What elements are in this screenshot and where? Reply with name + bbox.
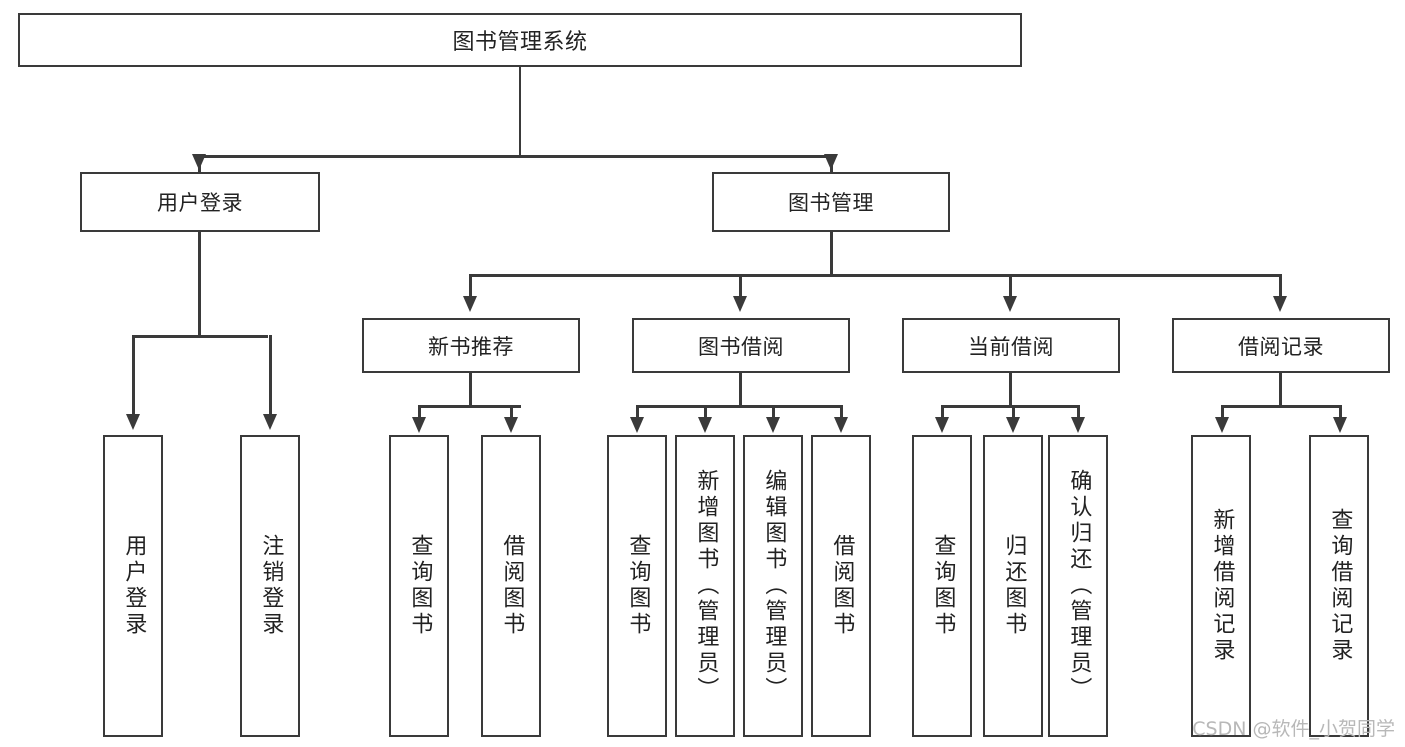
node-label: 当前借阅 xyxy=(968,334,1054,359)
connector-book-mgmt-to-recommend xyxy=(469,274,472,300)
connector-current-leaf-2 xyxy=(1012,405,1015,421)
node-current-borrow[interactable]: 当前借阅 xyxy=(902,318,1120,373)
connector-book-mgmt-to-borrow xyxy=(739,274,742,300)
node-label: 借阅图书 xyxy=(499,534,525,638)
node-label: 查询图书 xyxy=(407,534,433,638)
connector-book-mgmt-to-record xyxy=(1279,274,1282,300)
arrow-record-leaf-1 xyxy=(1215,417,1229,433)
connector-record-stem xyxy=(1279,373,1282,407)
arrow-recommend-leaf-2 xyxy=(504,417,518,433)
arrow-book-mgmt-to-record xyxy=(1273,296,1287,312)
node-label: 查询图书 xyxy=(625,534,651,638)
node-label: 编辑图书（管理员） xyxy=(761,469,787,703)
connector-user-login-stem xyxy=(198,232,201,337)
node-label: 借阅图书 xyxy=(829,534,855,638)
node-new-book-recommend[interactable]: 新书推荐 xyxy=(362,318,580,373)
connector-current-leaf-1 xyxy=(941,405,944,421)
leaf-borrow-query-book[interactable]: 查询图书 xyxy=(607,435,667,737)
connector-current-stem xyxy=(1009,373,1012,407)
arrow-root-to-user-login xyxy=(192,154,206,170)
connector-root-stem xyxy=(518,67,521,157)
arrow-current-leaf-1 xyxy=(935,417,949,433)
connector-record-leaf-2 xyxy=(1339,405,1342,421)
connector-borrow-leaf-2 xyxy=(704,405,707,421)
arrow-book-mgmt-to-current xyxy=(1003,296,1017,312)
node-book-borrow[interactable]: 图书借阅 xyxy=(632,318,850,373)
connector-borrow-leaf-4 xyxy=(840,405,843,421)
arrow-user-login-leaf-1 xyxy=(126,414,140,430)
leaf-current-confirm-return-admin[interactable]: 确认归还（管理员） xyxy=(1048,435,1108,737)
leaf-recommend-query-book[interactable]: 查询图书 xyxy=(389,435,449,737)
connector-current-bus xyxy=(941,405,1079,408)
connector-user-login-bus xyxy=(132,335,268,338)
connector-recommend-leaf-1 xyxy=(418,405,421,421)
arrow-record-leaf-2 xyxy=(1333,417,1347,433)
connector-borrow-leaf-1 xyxy=(636,405,639,421)
arrow-root-to-book-mgmt xyxy=(824,154,838,170)
node-label: 用户登录 xyxy=(157,191,243,215)
leaf-record-query-record[interactable]: 查询借阅记录 xyxy=(1309,435,1369,737)
node-label: 查询借阅记录 xyxy=(1327,508,1353,664)
arrow-book-mgmt-to-recommend xyxy=(463,296,477,312)
node-borrow-record[interactable]: 借阅记录 xyxy=(1172,318,1390,373)
node-label: 新书推荐 xyxy=(428,334,514,359)
leaf-user-login-logout[interactable]: 注销登录 xyxy=(240,435,300,737)
arrow-borrow-leaf-4 xyxy=(834,417,848,433)
leaf-recommend-borrow-book[interactable]: 借阅图书 xyxy=(481,435,541,737)
connector-borrow-leaf-3 xyxy=(772,405,775,421)
leaf-borrow-add-book-admin[interactable]: 新增图书（管理员） xyxy=(675,435,735,737)
node-label: 图书管理 xyxy=(788,191,874,215)
connector-book-mgmt-stem xyxy=(830,232,833,276)
arrow-recommend-leaf-1 xyxy=(412,417,426,433)
arrow-user-login-leaf-2 xyxy=(263,414,277,430)
arrow-borrow-leaf-3 xyxy=(766,417,780,433)
leaf-borrow-borrow-book[interactable]: 借阅图书 xyxy=(811,435,871,737)
leaf-user-login-login[interactable]: 用户登录 xyxy=(103,435,163,737)
connector-recommend-leaf-2 xyxy=(510,405,513,421)
connector-record-bus xyxy=(1221,405,1339,408)
node-label: 确认归还（管理员） xyxy=(1066,469,1092,703)
leaf-current-return-book[interactable]: 归还图书 xyxy=(983,435,1043,737)
watermark: CSDN @软件_小贺同学 xyxy=(1192,718,1395,740)
connector-book-mgmt-bus xyxy=(469,274,1281,277)
connector-user-login-leaf-2 xyxy=(269,335,272,420)
node-label: 新增图书（管理员） xyxy=(693,469,719,703)
connector-record-leaf-1 xyxy=(1221,405,1224,421)
arrow-current-leaf-2 xyxy=(1006,417,1020,433)
node-book-management[interactable]: 图书管理 xyxy=(712,172,950,232)
node-label: 查询图书 xyxy=(930,534,956,638)
arrow-current-leaf-3 xyxy=(1071,417,1085,433)
connector-recommend-stem xyxy=(469,373,472,407)
connector-current-leaf-3 xyxy=(1077,405,1080,421)
node-label: 归还图书 xyxy=(1001,534,1027,638)
connector-root-bus xyxy=(198,155,832,158)
connector-borrow-stem xyxy=(739,373,742,407)
node-label: 注销登录 xyxy=(258,534,284,638)
connector-book-mgmt-to-current xyxy=(1009,274,1012,300)
leaf-borrow-edit-book-admin[interactable]: 编辑图书（管理员） xyxy=(743,435,803,737)
node-root-book-management-system[interactable]: 图书管理系统 xyxy=(18,13,1022,67)
arrow-borrow-leaf-2 xyxy=(698,417,712,433)
connector-user-login-leaf-1 xyxy=(132,335,135,420)
node-label: 图书管理系统 xyxy=(452,30,588,55)
connector-recommend-bus xyxy=(418,405,521,408)
node-label: 新增借阅记录 xyxy=(1209,508,1235,664)
connector-borrow-bus xyxy=(636,405,842,408)
leaf-current-query-book[interactable]: 查询图书 xyxy=(912,435,972,737)
arrow-book-mgmt-to-borrow xyxy=(733,296,747,312)
arrow-borrow-leaf-1 xyxy=(630,417,644,433)
node-user-login[interactable]: 用户登录 xyxy=(80,172,320,232)
node-label: 用户登录 xyxy=(121,534,147,638)
node-label: 图书借阅 xyxy=(698,334,784,359)
node-label: 借阅记录 xyxy=(1238,334,1324,359)
leaf-record-add-record[interactable]: 新增借阅记录 xyxy=(1191,435,1251,737)
